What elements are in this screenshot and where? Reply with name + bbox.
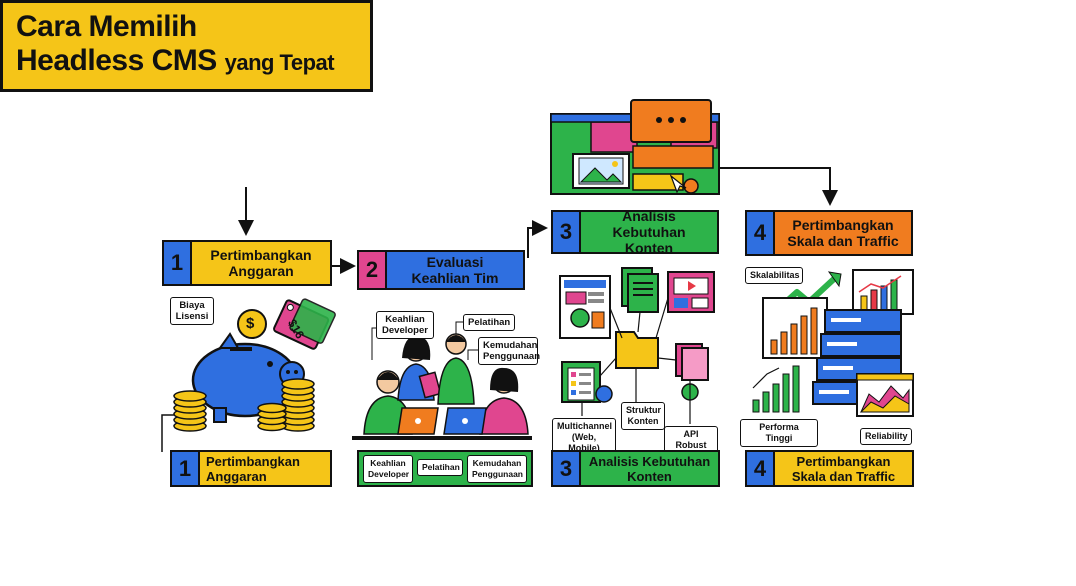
step-3-number: 3 <box>553 212 581 252</box>
step-3-label: Analisis Kebutuhan Konten <box>612 208 686 256</box>
tag-reliability: Reliability <box>860 428 912 445</box>
step-2: 2 Evaluasi Keahlian Tim <box>357 250 525 290</box>
tag-performa-tinggi: Performa Tinggi <box>740 419 818 447</box>
scale-traffic-illustration <box>752 269 914 417</box>
title-line-1: Cara Memilih <box>16 10 197 43</box>
piggy-bank-illustration <box>173 298 336 432</box>
title-line-2: Headless CMS yang Tepat <box>16 44 335 78</box>
coin-icon <box>237 309 267 339</box>
tag-kemudahan-penggunaan: Kemudahan Penggunaan <box>478 337 540 365</box>
step-3: 3 Analisis Kebutuhan Konten <box>551 208 719 256</box>
bar-keahlian-developer: Keahlian Developer <box>363 455 413 483</box>
title-box: Cara Memilih Headless CMS yang Tepat <box>0 0 373 92</box>
step-2-label: Evaluasi Keahlian Tim <box>411 254 499 286</box>
coin-stack-left <box>173 390 207 432</box>
bottom-step-1-number: 1 <box>172 452 200 485</box>
step-1-label: Pertimbangkan Anggaran <box>210 247 312 279</box>
bottom-step-4-number: 4 <box>747 452 775 485</box>
bar-pelatihan: Pelatihan <box>417 459 463 476</box>
cursor-icon <box>669 174 687 194</box>
bar-kemudahan-penggunaan: Kemudahan Penggunaan <box>467 455 527 483</box>
bottom-step-3-label: Analisis Kebutuhan Konten <box>588 453 711 484</box>
cms-ui-illustration <box>550 99 720 195</box>
coin-stack-right <box>281 378 315 432</box>
bottom-step-3-number: 3 <box>553 452 581 485</box>
bottom-step-1-label: Pertimbangkan Anggaran <box>206 453 300 484</box>
coin-symbol: $ <box>246 315 255 332</box>
bottom-step-3: 3 Analisis Kebutuhan Konten <box>551 450 720 487</box>
tag-api-robust: API Robust <box>664 426 718 454</box>
tag-struktur-konten: Struktur Konten <box>621 402 665 430</box>
folder-icon <box>615 331 659 369</box>
step-4: 4 Pertimbangkan Skala dan Traffic <box>745 210 913 256</box>
gear-icon <box>683 178 699 194</box>
title-main: Headless CMS <box>16 44 217 77</box>
bottom-step-4-label: Pertimbangkan Skala dan Traffic <box>791 453 896 484</box>
step-4-number: 4 <box>747 212 775 254</box>
bottom-step-1: 1 Pertimbangkan Anggaran <box>170 450 332 487</box>
tag-keahlian-developer: Keahlian Developer <box>376 311 434 339</box>
bottom-step-4: 4 Pertimbangkan Skala dan Traffic <box>745 450 914 487</box>
tag-skalabilitas: Skalabilitas <box>745 267 803 284</box>
step-1: 1 Pertimbangkan Anggaran <box>162 240 332 286</box>
title-small: yang Tepat <box>224 50 335 75</box>
tag-biaya-lisensi: Biaya Lisensi <box>170 297 214 325</box>
step-4-label: Pertimbangkan Skala dan Traffic <box>787 217 899 249</box>
content-structure-illustration <box>559 267 715 424</box>
team-illustration <box>352 321 532 440</box>
step-1-number: 1 <box>164 242 192 284</box>
tag-pelatihan: Pelatihan <box>463 314 515 331</box>
step-2-number: 2 <box>359 252 387 288</box>
coin-stack-middle <box>257 402 287 432</box>
